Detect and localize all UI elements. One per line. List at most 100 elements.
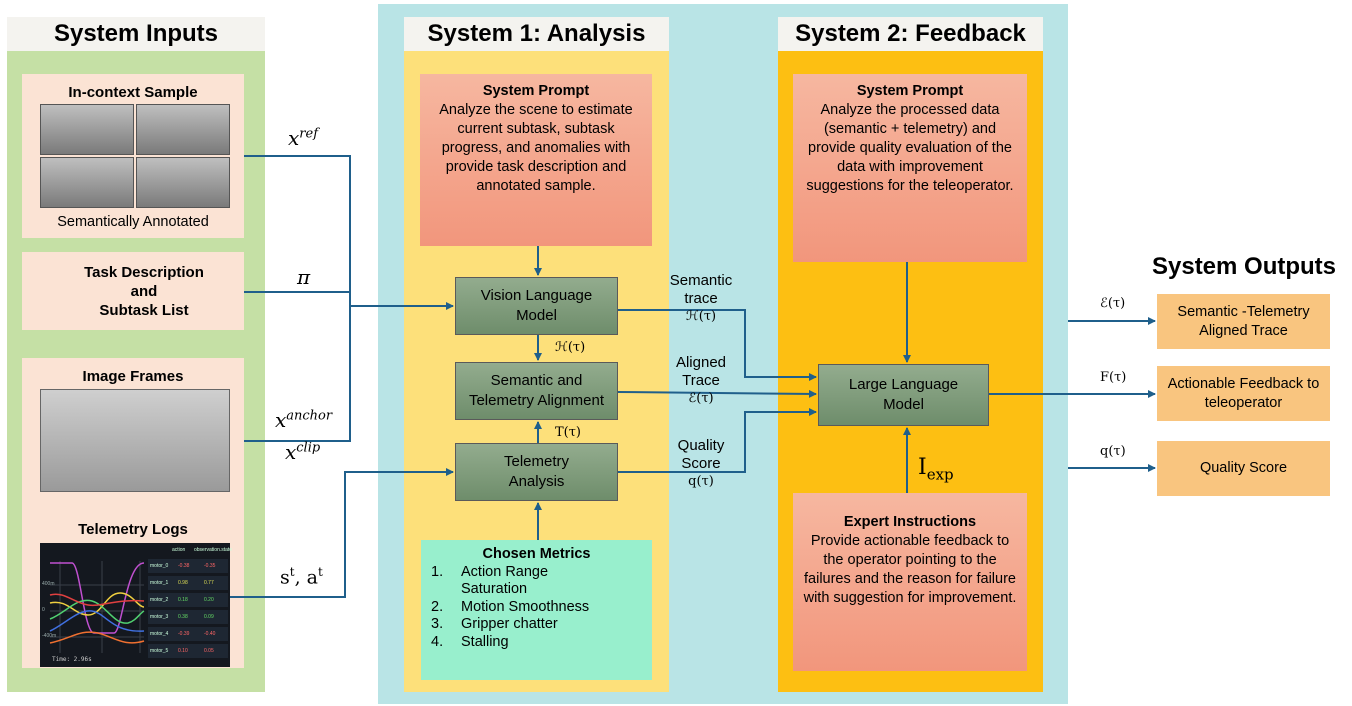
telemetry-header-action: action xyxy=(172,547,186,553)
metric-number: 4. xyxy=(431,633,444,650)
wire-quality xyxy=(618,408,817,473)
aligned-trace-text: Aligned Trace xyxy=(675,354,727,389)
row-obs: -0.35 xyxy=(204,563,216,569)
task-line-1: Task Description xyxy=(84,264,204,281)
x-ref-base: x xyxy=(288,126,300,150)
telemetry-ytick-1: 400m xyxy=(42,581,55,587)
x-anchor-base: x xyxy=(275,408,287,432)
telemetry-time: Time: 2.96s xyxy=(52,656,92,663)
metric-item: 3. Gripper chatter xyxy=(431,616,642,634)
image-frames-title: Image Frames xyxy=(82,368,184,385)
wire-anchor xyxy=(244,306,351,442)
expert-instructions-box: Expert Instructions Provide actionable f… xyxy=(793,493,1027,671)
at-base: , a xyxy=(294,566,319,589)
wire-xref xyxy=(244,155,454,310)
at-sup: t xyxy=(318,565,323,579)
metric-number: 3. xyxy=(431,616,444,632)
row-obs: -0.40 xyxy=(204,631,216,637)
x-anchor-sup: anchor xyxy=(286,408,333,424)
quality-score-math: q(τ) xyxy=(688,474,714,489)
in-context-sample-title: In-context Sample xyxy=(68,84,198,101)
telemetry-ytick-2: 0 xyxy=(42,607,45,613)
system1-prompt-text: Analyze the scene to estimate current su… xyxy=(439,102,633,194)
st-sup: t xyxy=(289,565,295,579)
semantic-telemetry-alignment-node: Semantic and Telemetry Alignment xyxy=(455,362,618,420)
x-clip-base: x xyxy=(285,440,297,464)
row-name: motor_5 xyxy=(150,648,169,654)
row-action: 0.10 xyxy=(178,648,188,654)
row-action: 0.38 xyxy=(178,614,188,620)
i-exp-sub: exp xyxy=(926,465,954,484)
in-context-sample-box xyxy=(22,74,244,238)
system2-prompt-title: System Prompt xyxy=(856,83,964,99)
row-name: motor_0 xyxy=(150,563,169,569)
x-clip-sup: clip xyxy=(296,440,321,456)
telemetry-logs-title: Telemetry Logs xyxy=(78,521,188,538)
telemetry-table: action observation.state motor_0-0.38-0.… xyxy=(148,547,232,665)
wire-semantic-trace xyxy=(618,309,817,381)
label-st-at: st, at xyxy=(280,565,323,588)
metric-number: 2. xyxy=(431,598,444,615)
system2-prompt-text: Analyze the processed data (semantic + t… xyxy=(806,102,1014,194)
metrics-list: 1.Action Range Saturation 2.Motion Smoot… xyxy=(431,564,642,652)
output-quality-score: Quality Score xyxy=(1157,441,1330,496)
task-description-text: Task Description and Subtask List xyxy=(22,263,266,320)
row-obs: 0.05 xyxy=(204,648,214,654)
task-line-2: and xyxy=(130,283,158,300)
system1-prompt-box: System Prompt Analyze the scene to estim… xyxy=(420,74,652,246)
expert-instructions-title: Expert Instructions xyxy=(843,514,977,530)
telemetry-log-panel: 400m 0 -400m Time: 2.96s action observat… xyxy=(40,543,232,667)
outputs-title: System Outputs xyxy=(1151,253,1337,280)
telemetry-row-5: motor_5 0.10 0.05 xyxy=(148,644,228,658)
output-aligned-trace: Semantic -Telemetry Aligned Trace xyxy=(1157,294,1330,349)
wire-telemetry xyxy=(230,468,454,598)
metric-text: Gripper chatter xyxy=(461,616,558,632)
row-action: -0.38 xyxy=(178,563,190,569)
image-frame xyxy=(40,389,230,492)
label-t-tau: T(τ) xyxy=(555,425,582,440)
sample-thumb-4 xyxy=(136,157,230,208)
task-description-box xyxy=(22,252,244,330)
telemetry-row-4: motor_4-0.39-0.40 xyxy=(148,627,228,641)
system2-title: System 2: Feedback xyxy=(778,17,1043,51)
x-ref-sup: ref xyxy=(299,126,319,142)
metric-text: Stalling xyxy=(461,633,509,650)
row-obs: 0.77 xyxy=(204,580,214,586)
metric-item: 1.Action Range Saturation xyxy=(431,564,642,599)
sample-thumb-3 xyxy=(40,157,134,208)
aligned-trace-math: ℰ(τ) xyxy=(688,391,714,406)
system2-prompt-box: System Prompt Analyze the processed data… xyxy=(793,74,1027,262)
row-name: motor_4 xyxy=(150,631,169,637)
chosen-metrics-title: Chosen Metrics xyxy=(482,546,591,562)
vision-language-model-node: Vision Language Model xyxy=(455,277,618,335)
st-base: s xyxy=(280,566,290,589)
output-actionable-feedback: Actionable Feedback to teleoperator xyxy=(1157,366,1330,421)
large-language-model-node: Large Language Model xyxy=(818,364,989,426)
telemetry-ytick-3: -400m xyxy=(42,633,57,639)
label-quality-score: Quality Score q(τ) xyxy=(666,437,736,491)
in-context-thumbnails xyxy=(40,104,230,208)
label-h-tau: ℋ(τ) xyxy=(555,340,586,355)
label-pi: π xyxy=(297,265,311,289)
metric-item: 2.Motion Smoothness xyxy=(431,599,642,617)
system1-prompt-title: System Prompt xyxy=(482,83,590,99)
row-name: motor_2 xyxy=(150,597,169,603)
label-x-clip: xclip xyxy=(285,440,320,464)
semantic-trace-math: ℋ(τ) xyxy=(685,309,717,324)
task-line-3: Subtask List xyxy=(99,302,189,319)
chosen-metrics-box: Chosen Metrics 1.Action Range Saturation… xyxy=(421,540,652,680)
inputs-title: System Inputs xyxy=(7,17,265,51)
telemetry-row-0: motor_0 -0.38 -0.35 xyxy=(148,559,228,573)
expert-instructions-text: Provide actionable feedback to the opera… xyxy=(803,533,1017,606)
telemetry-plot xyxy=(49,561,145,653)
label-x-ref: xref xyxy=(288,126,318,150)
row-obs: 0.20 xyxy=(204,597,214,603)
semantic-trace-text: Semantic trace xyxy=(669,272,733,307)
telemetry-analysis-node: Telemetry Analysis xyxy=(455,443,618,501)
quality-score-text: Quality Score xyxy=(677,437,725,472)
wire-aligned-trace xyxy=(617,389,817,398)
